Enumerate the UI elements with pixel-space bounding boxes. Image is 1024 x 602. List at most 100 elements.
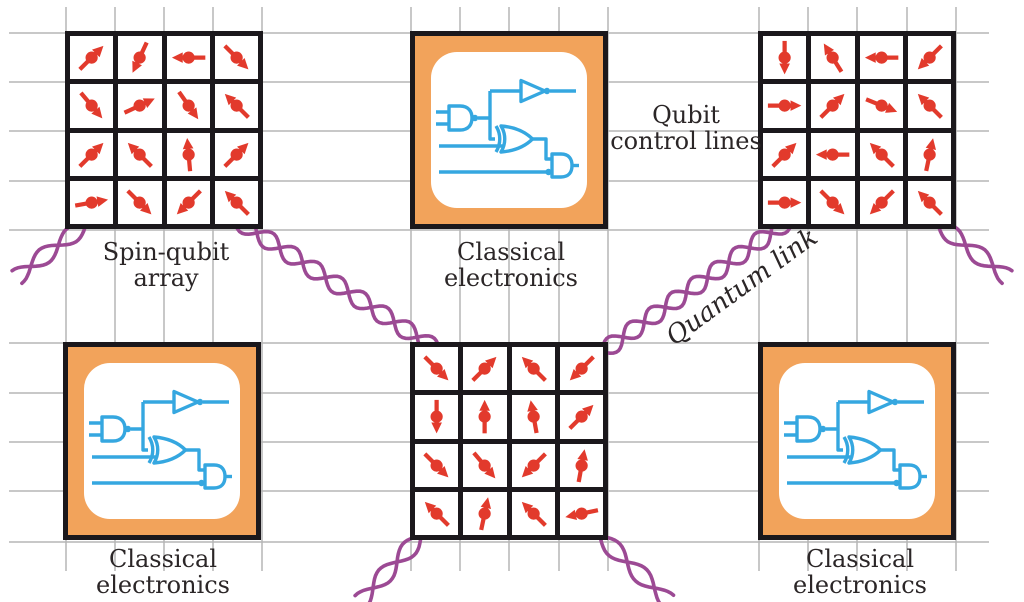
junction-dot — [545, 168, 552, 176]
qubit-cell — [811, 132, 855, 176]
spin-arrow-icon — [74, 196, 109, 209]
classical-electronics-label-bottom-right: Classical electronics — [758, 546, 962, 599]
qubit-cell — [415, 491, 459, 535]
xor-gate-icon — [152, 435, 188, 465]
classical-electronics-label-top: Classical electronics — [411, 239, 611, 292]
qubit-cell — [214, 36, 258, 80]
spin-arrow-icon — [568, 405, 594, 431]
spin-arrow-icon — [171, 51, 205, 64]
junction-dot — [891, 398, 899, 406]
junction-dot — [196, 398, 204, 406]
spin-arrow-icon — [565, 507, 599, 520]
spin-arrow-icon — [917, 190, 943, 216]
spin-arrow-icon — [864, 97, 897, 114]
and-gate-icon — [898, 463, 922, 490]
quantum-link-helix-icon — [10, 214, 1014, 602]
qubit-cell — [763, 84, 807, 128]
gate-input-wires — [784, 421, 797, 437]
spin-arrow-icon — [424, 501, 450, 527]
spin-qubit-array-bottom-center — [410, 342, 608, 540]
spin-arrow-icon — [430, 400, 443, 434]
spin-arrow-icon — [471, 356, 497, 382]
buffer-gate-icon — [172, 389, 200, 415]
junction-dot — [198, 479, 205, 487]
qubit-cell — [859, 36, 903, 80]
label-line: Classical — [108, 545, 218, 573]
spin-arrow-icon — [521, 451, 547, 477]
qubit-cell — [907, 84, 951, 128]
bus-wire — [826, 400, 869, 452]
and-gate-icon — [550, 152, 574, 179]
quantum-link-strand — [600, 216, 794, 356]
qubit-cell — [70, 132, 114, 176]
spin-arrow-icon — [819, 189, 845, 215]
spin-arrow-icon — [575, 448, 588, 482]
logic-circuit-icon — [782, 364, 932, 518]
qubit-cell — [559, 347, 603, 391]
quantum-link-strand — [936, 222, 1004, 286]
spin-arrow-icon — [224, 94, 250, 120]
spin-arrow-icon — [816, 148, 850, 161]
spin-qubit-array-top-left — [65, 31, 263, 229]
junction-dot — [893, 479, 900, 487]
label-line: Spin-qubit — [102, 238, 230, 266]
spin-arrow-icon — [778, 40, 791, 75]
qubit-cell — [118, 180, 162, 224]
gate-input-wires — [436, 110, 449, 126]
qubit-control-lines-label: Qubit control lines — [584, 102, 788, 155]
buffer-gate-icon — [519, 78, 547, 104]
spin-arrow-icon — [79, 91, 103, 119]
qubit-cell — [511, 395, 555, 439]
qubit-cell — [463, 395, 507, 439]
qubit-cell — [463, 443, 507, 487]
qubit-cell — [166, 36, 210, 80]
qubit-cell — [166, 180, 210, 224]
spin-arrow-icon — [78, 45, 104, 71]
qubit-cell — [214, 132, 258, 176]
spin-arrow-icon — [132, 41, 149, 73]
spin-arrow-icon — [128, 142, 154, 168]
xor-output-wire — [185, 448, 205, 472]
spin-arrow-icon — [767, 196, 802, 209]
qubit-cell — [511, 491, 555, 535]
qubit-cell — [763, 180, 807, 224]
spin-arrow-icon — [819, 94, 845, 120]
spin-arrow-icon — [869, 189, 895, 215]
logic-circuit-icon — [436, 78, 579, 179]
electronics-panel — [84, 363, 240, 519]
xor-gate-icon — [847, 435, 883, 465]
quantum-link-strand — [232, 214, 442, 354]
qubit-cell — [463, 347, 507, 391]
spin-arrow-icon — [176, 90, 198, 120]
spin-arrow-icon — [78, 142, 104, 168]
spin-arrow-icon — [126, 189, 152, 215]
spin-arrow-icon — [123, 98, 156, 115]
junction-dot — [471, 114, 479, 122]
qubit-cell — [859, 180, 903, 224]
qubit-cell — [907, 132, 951, 176]
buffer-gate-icon — [867, 389, 895, 415]
spin-qubit-array-label: Spin-qubit array — [66, 239, 266, 292]
spin-arrow-icon — [472, 450, 496, 478]
qubit-cell — [811, 36, 855, 80]
qubit-cell — [559, 491, 603, 535]
quantum-link-strand — [598, 534, 662, 602]
label-line: electronics — [793, 571, 927, 600]
classical-electronics-label-bottom-left: Classical electronics — [61, 546, 265, 599]
spin-arrow-icon — [917, 94, 943, 120]
qubit-cell — [118, 132, 162, 176]
qubit-cell — [859, 84, 903, 128]
classical-electronics-box-top — [410, 31, 608, 229]
and-gate-icon — [447, 104, 474, 132]
spin-arrow-icon — [767, 99, 802, 112]
spin-arrow-icon — [521, 501, 547, 527]
logic-circuit-icon — [434, 53, 584, 207]
qubit-cell — [118, 84, 162, 128]
qubit-cell — [166, 84, 210, 128]
qubit-cell — [70, 180, 114, 224]
spin-arrow-icon — [521, 356, 547, 382]
spin-arrow-icon — [869, 142, 895, 168]
spin-arrow-icon — [423, 355, 449, 381]
label-line: electronics — [96, 571, 230, 600]
label-line: control lines — [610, 127, 762, 156]
